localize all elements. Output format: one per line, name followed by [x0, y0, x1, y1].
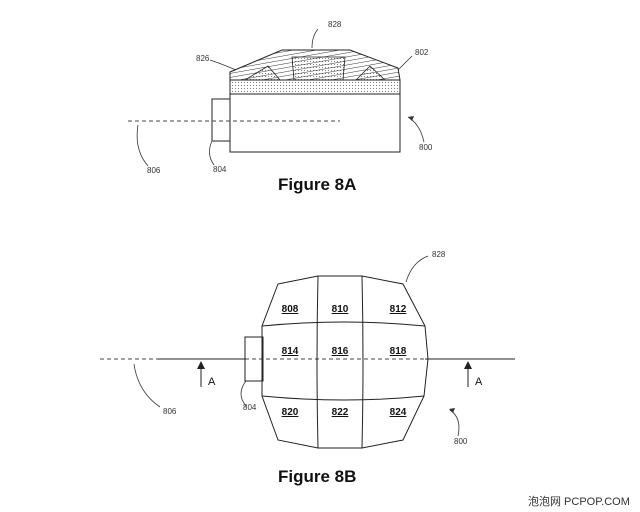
- cell-812: 812: [390, 304, 407, 315]
- ref-804-b: 804: [243, 403, 257, 412]
- device-body: [229, 93, 401, 153]
- cell-822: 822: [332, 407, 349, 418]
- cover-window-left: [243, 65, 281, 81]
- cell-820: 820: [282, 407, 299, 418]
- cell-818: 818: [390, 346, 407, 357]
- ref-800-b: 800: [454, 437, 468, 446]
- ref-802: 802: [415, 48, 429, 57]
- watermark: 泡泡网 PCPOP.COM: [528, 494, 630, 508]
- section-label-left: A: [208, 376, 216, 388]
- ref-826: 826: [196, 54, 210, 63]
- cover-window-center: [291, 56, 346, 81]
- caption-figure-8a: Figure 8A: [278, 175, 356, 194]
- ref-828-a: 828: [328, 20, 342, 29]
- segmented-body-outline: [261, 275, 429, 449]
- plug-connector-b: [244, 336, 264, 382]
- ref-828-b: 828: [432, 250, 446, 259]
- cell-814: 814: [282, 346, 299, 357]
- ref-806-b: 806: [163, 407, 177, 416]
- ref-800-a: 800: [419, 143, 433, 152]
- section-arrow-right: [464, 361, 472, 369]
- figure-8a: 828 826 802 806 804 800 Figure 8A: [128, 20, 433, 194]
- cell-810: 810: [332, 304, 349, 315]
- cell-816: 816: [332, 346, 349, 357]
- cell-824: 824: [390, 407, 407, 418]
- section-arrow-left: [197, 361, 205, 369]
- ref-806-a: 806: [147, 166, 161, 175]
- ref-804-a: 804: [213, 165, 227, 174]
- section-label-right: A: [475, 376, 483, 388]
- figure-8b: A A 808 810 812 814 816 818 820 822 824 …: [100, 250, 515, 486]
- caption-figure-8b: Figure 8B: [278, 467, 356, 486]
- cell-808: 808: [282, 304, 299, 315]
- stippled-layer: [229, 79, 401, 95]
- plug-connector: [211, 98, 231, 142]
- cover-window-right: [355, 65, 387, 81]
